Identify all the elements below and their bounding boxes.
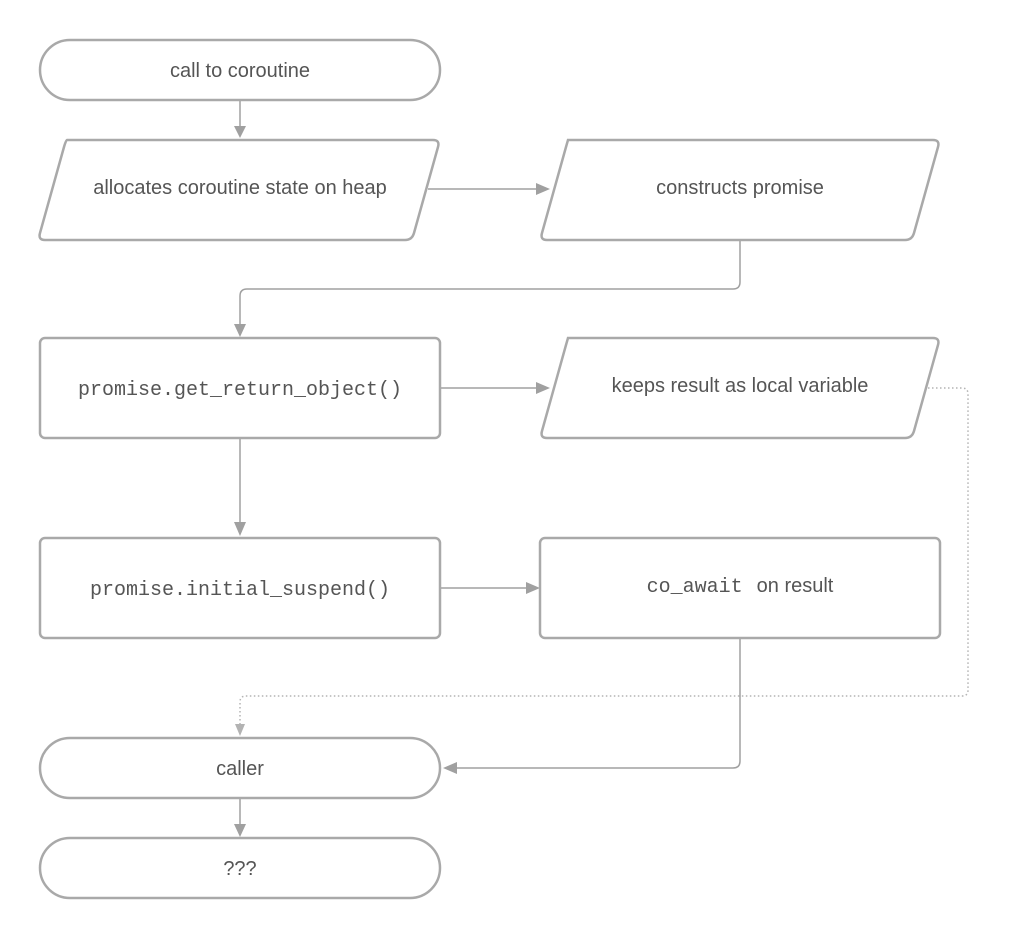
node-unknown: ??? <box>38 836 442 900</box>
node-get-return-object-label: promise.get_return_object() <box>78 379 402 402</box>
node-allocates-state-label: allocates coroutine state on heap <box>93 177 387 199</box>
node-caller: caller <box>38 736 442 800</box>
node-co-await-label: co_await on result <box>647 575 834 599</box>
node-keeps-result: keeps result as local variable <box>540 336 940 440</box>
node-allocates-state: allocates coroutine state on heap <box>38 138 440 242</box>
node-constructs-promise: constructs promise <box>540 138 940 242</box>
node-call-to-coroutine: call to coroutine <box>38 38 442 102</box>
node-constructs-promise-label: constructs promise <box>656 177 824 199</box>
node-get-return-object: promise.get_return_object() <box>38 336 442 440</box>
node-initial-suspend: promise.initial_suspend() <box>38 536 442 640</box>
edge-initial-suspend-to-co-await <box>440 582 540 594</box>
edge-get-return-object-to-initial-suspend <box>234 438 246 536</box>
edge-constructs-to-get-return-object <box>234 240 741 337</box>
node-keeps-result-label: keeps result as local variable <box>612 375 869 397</box>
node-initial-suspend-label: promise.initial_suspend() <box>90 579 390 602</box>
node-unknown-label: ??? <box>223 858 256 880</box>
node-call-to-coroutine-label: call to coroutine <box>170 60 310 82</box>
edge-call-to-allocates <box>234 100 246 138</box>
edge-allocates-to-constructs <box>428 183 550 195</box>
edge-co-await-to-caller <box>443 638 741 774</box>
node-caller-label: caller <box>216 758 264 780</box>
node-co-await: co_await on result <box>538 536 942 640</box>
edge-caller-to-unknown <box>234 798 246 837</box>
node-co-await-code: co_await <box>647 576 743 599</box>
edge-keeps-result-to-caller-dotted <box>235 387 969 736</box>
node-co-await-text: on result <box>757 575 834 597</box>
edge-get-return-object-to-keeps-result <box>440 382 550 394</box>
